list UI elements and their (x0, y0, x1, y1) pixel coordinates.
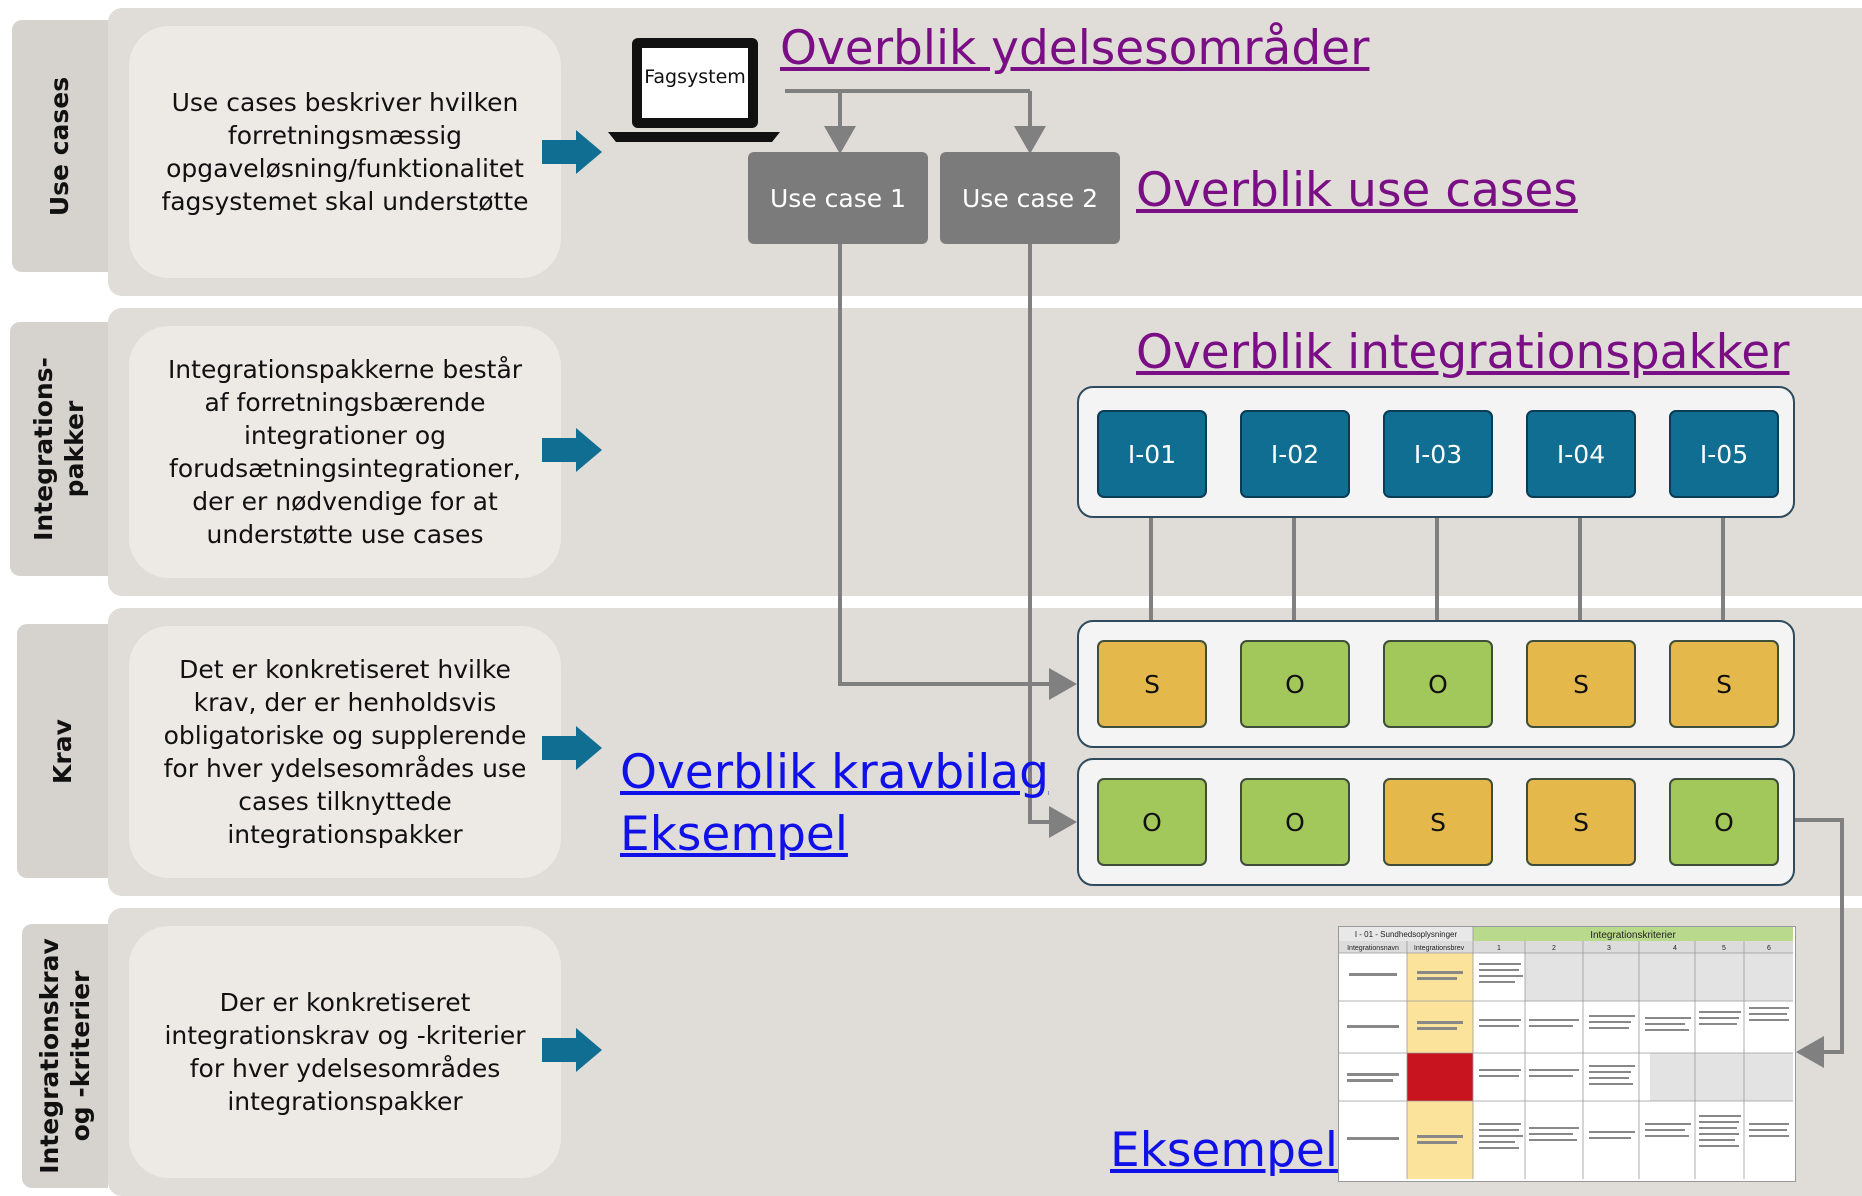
row-label-integrationskrav: Integrationskrav og -kriterier (22, 924, 108, 1188)
example-table-col: Integrationsbrev (1414, 945, 1465, 952)
laptop-icon (608, 38, 780, 142)
integrationskrav-description: Der er konkretiseret integrationskrav og… (129, 926, 561, 1178)
integration-package-box[interactable]: I-01 (1097, 410, 1207, 498)
eksempel-krav-link[interactable]: Eksempel (620, 807, 848, 862)
overblik-kravbilag-link[interactable]: Overblik kravbilag (620, 745, 1049, 800)
integration-package-box[interactable]: I-05 (1669, 410, 1779, 498)
krav-box: O (1669, 778, 1779, 866)
krav-box: S (1669, 640, 1779, 728)
integrationspakker-description: Integrationspakkerne består af forretnin… (129, 326, 561, 578)
right-arrow-icon (542, 726, 602, 770)
use-cases-description: Use cases beskriver hvilken forretningsm… (129, 26, 561, 278)
row-label-use-cases: Use cases (12, 20, 108, 272)
krav-box: O (1240, 778, 1350, 866)
eksempel-kriterier-link[interactable]: Eksempel (1110, 1123, 1338, 1178)
example-table-col: 1 (1497, 945, 1501, 952)
integration-package-box[interactable]: I-04 (1526, 410, 1636, 498)
krav-box: S (1383, 778, 1493, 866)
use-case-1-box[interactable]: Use case 1 (748, 152, 928, 244)
krav-box: S (1526, 778, 1636, 866)
example-table-title: I - 01 - Sundhedsoplysninger (1355, 930, 1458, 939)
krav-box: O (1383, 640, 1493, 728)
example-criteria-table[interactable]: I - 01 - Sundhedsoplysninger Integration… (1338, 926, 1796, 1182)
krav-description: Det er konkretiseret hvilke krav, der er… (129, 626, 561, 878)
example-table-col: 6 (1767, 945, 1771, 952)
krav-box: S (1097, 640, 1207, 728)
example-table-col: 4 (1673, 945, 1677, 952)
laptop-label: Fagsystem (644, 66, 746, 88)
overblik-integrationspakker-link[interactable]: Overblik integrationspakker (1136, 325, 1790, 380)
right-arrow-icon (542, 1028, 602, 1072)
krav-box: O (1097, 778, 1207, 866)
integration-packages-container: I-01 I-02 I-03 I-04 I-05 (1077, 386, 1795, 518)
overblik-use-cases-link[interactable]: Overblik use cases (1136, 163, 1578, 218)
right-arrow-icon (542, 428, 602, 472)
overblik-ydelsesomraader-link[interactable]: Overblik ydelsesområder (780, 21, 1370, 76)
example-table-col: 3 (1607, 945, 1611, 952)
integration-package-box[interactable]: I-03 (1383, 410, 1493, 498)
row-label-integrationspakker: Integrations- pakker (10, 322, 108, 576)
row-label-krav: Krav (17, 624, 108, 878)
example-table-col: 5 (1722, 945, 1726, 952)
krav-box: S (1526, 640, 1636, 728)
krav-use-case-2-container: O O S S O (1077, 758, 1795, 886)
krav-box: O (1240, 640, 1350, 728)
right-arrow-icon (542, 130, 602, 174)
example-table-col: 2 (1552, 945, 1556, 952)
integration-package-box[interactable]: I-02 (1240, 410, 1350, 498)
example-table-col: Integrationsnavn (1347, 945, 1399, 952)
krav-use-case-1-container: S O O S S (1077, 620, 1795, 748)
example-table-header: Integrationskriterier (1590, 930, 1676, 941)
use-case-2-box[interactable]: Use case 2 (940, 152, 1120, 244)
